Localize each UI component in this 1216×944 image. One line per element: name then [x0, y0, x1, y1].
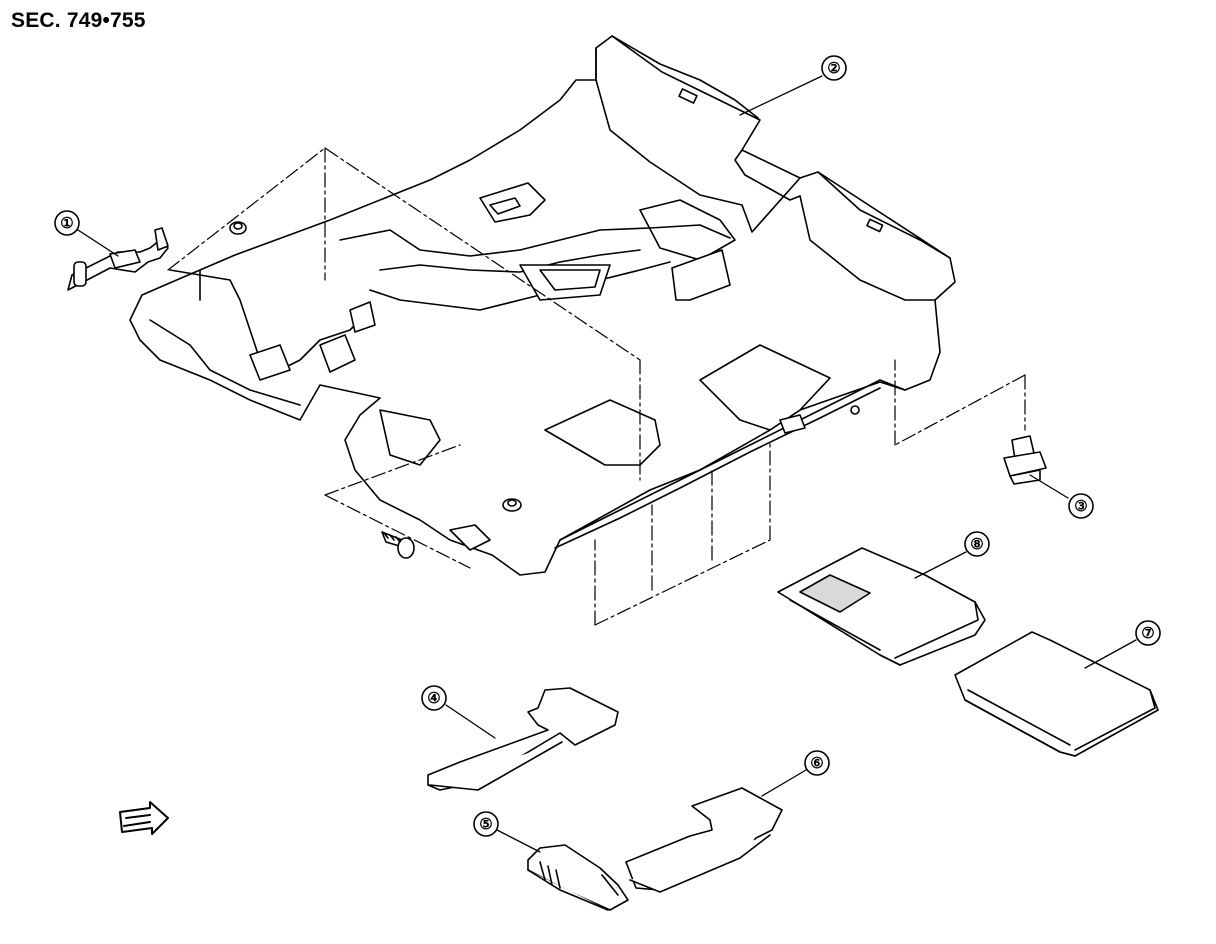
front-arrow-icon — [119, 801, 169, 835]
callout-2: ② — [821, 55, 847, 81]
svg-text:④: ④ — [427, 690, 440, 707]
callout-1: ① — [54, 210, 80, 236]
callout-5: ⑤ — [473, 811, 499, 837]
callout-6: ⑥ — [804, 750, 830, 776]
svg-text:②: ② — [827, 60, 840, 77]
block-part-5 — [527, 844, 629, 911]
svg-text:①: ① — [60, 215, 73, 232]
svg-text:⑦: ⑦ — [1141, 625, 1154, 642]
grommet-lower — [502, 498, 522, 512]
svg-text:⑤: ⑤ — [479, 816, 492, 833]
callout-8: ⑧ — [964, 531, 990, 557]
callout-leaders — [77, 75, 1137, 853]
section-label: SEC. 749•755 — [11, 9, 146, 32]
callout-4: ④ — [421, 685, 447, 711]
svg-text:③: ③ — [1074, 498, 1087, 515]
callout-3: ③ — [1068, 493, 1094, 519]
floor-carpet-part — [129, 35, 956, 576]
floor-mat-part-7 — [954, 631, 1159, 757]
leader-lines — [167, 147, 1026, 626]
floor-mat-part-8 — [777, 547, 986, 666]
svg-text:⑧: ⑧ — [970, 536, 983, 553]
grommet-upper — [229, 221, 247, 235]
clip-part-3 — [1003, 435, 1047, 485]
callout-7: ⑦ — [1135, 620, 1161, 646]
clip-part-1 — [67, 227, 169, 291]
insulator-part-6 — [625, 787, 783, 893]
push-clip-fastener — [381, 531, 415, 559]
insulator-part-4 — [427, 687, 619, 791]
svg-text:⑥: ⑥ — [810, 755, 823, 772]
